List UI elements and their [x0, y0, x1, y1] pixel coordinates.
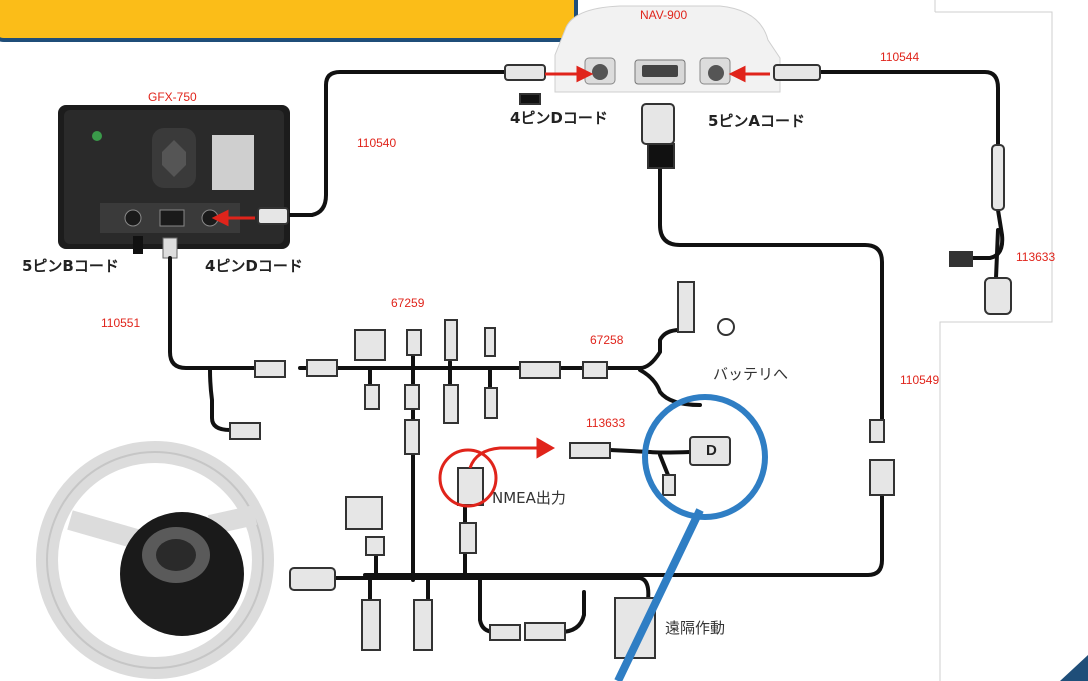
corner-mark — [1060, 655, 1088, 681]
nav-900-label: NAV-900 — [640, 8, 688, 22]
battery-label: バッテリへ — [713, 365, 789, 383]
nav-900-receiver — [554, 5, 781, 93]
cable-110544-label: 110544 — [880, 50, 920, 64]
battery-terminal — [717, 318, 735, 336]
title-banner — [0, 0, 578, 42]
frame-lines — [934, 0, 1053, 681]
steering-wheel — [36, 441, 274, 679]
connectors — [229, 64, 1012, 659]
cable-110551-label: 110551 — [101, 316, 141, 330]
cable-67258-label: 67258 — [590, 333, 624, 347]
nmea-highlight-circle — [438, 448, 498, 508]
connector-highlight-circle — [642, 394, 768, 520]
cable-113633-mid-label: 113633 — [586, 416, 626, 430]
gfx-750-display — [58, 105, 290, 259]
highlight-pointer-line — [614, 508, 704, 681]
gfx-750-label: GFX-750 — [148, 90, 197, 104]
cables — [168, 70, 1005, 634]
cable-113633-right-label: 113633 — [1016, 250, 1056, 264]
cord-4pin-d-left-label: 4ピンDコード — [205, 257, 303, 275]
cord-5pin-b-label: 5ピンBコード — [22, 257, 119, 275]
remote-operation-label: 遠隔作動 — [665, 619, 726, 637]
cable-110549-label: 110549 — [900, 373, 940, 387]
nmea-output-label: NMEA出力 — [492, 489, 566, 507]
cable-67259-label: 67259 — [391, 296, 425, 310]
cable-110540-label: 110540 — [357, 136, 397, 150]
cord-5pin-a-label: 5ピンAコード — [708, 112, 806, 130]
connector-d-label: D — [706, 442, 717, 459]
cord-4pin-d-top-label: 4ピンDコード — [510, 109, 608, 127]
